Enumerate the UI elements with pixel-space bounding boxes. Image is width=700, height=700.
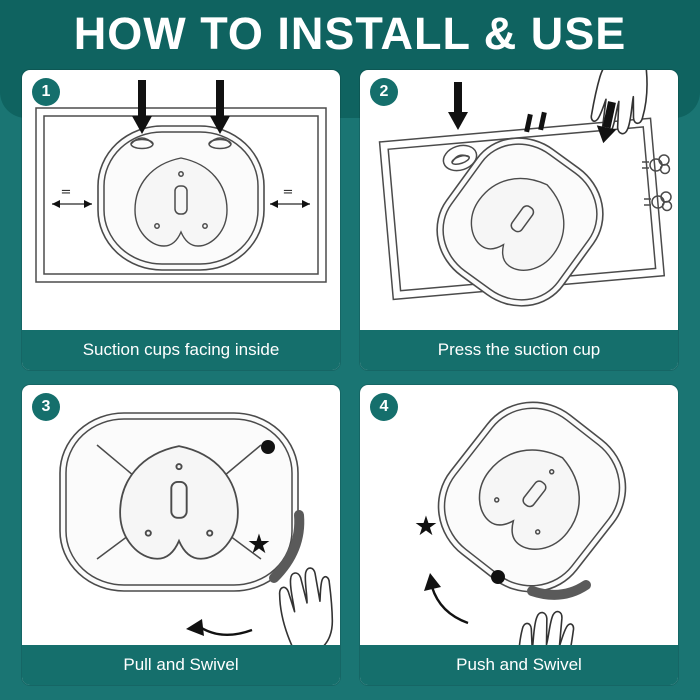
tray-rotated [437,401,627,593]
star-icon: ★ [247,529,271,560]
tray-inner-outline [103,131,259,265]
star-icon: ★ [414,511,438,542]
suction-cup-left-icon [130,137,154,150]
page-title: HOW TO INSTALL & USE [73,8,627,59]
step-1-number-badge: 1 [32,78,60,106]
air-puff-icon-2 [644,191,673,212]
tray-rotated [436,137,604,307]
down-arrow-icon [448,82,468,130]
grip-handle [527,580,591,600]
grip-handle [269,510,305,583]
step-4-illustration: ★ [414,401,627,645]
step-2-number-badge: 2 [370,78,398,106]
equal-mark-right: = [283,185,294,200]
heart-seat [119,445,239,560]
tub-frame-inner [43,115,319,275]
equal-mark-left: = [61,185,72,200]
suction-cup-right-icon [208,137,232,150]
down-arrow-right-icon [210,80,230,134]
tub-frame-outer [35,107,327,283]
tray-inner-outline [65,418,293,586]
pushing-hand-icon [518,610,575,645]
air-puff-icon-1 [642,154,671,175]
pulling-hand-icon [278,567,334,645]
down-arrow-hand-icon [596,101,617,144]
step-4-number-badge: 4 [370,393,398,421]
step-panel-1: 1 [22,70,340,370]
step-3-caption: Pull and Swivel [22,645,340,685]
step-2-illustration [378,70,673,307]
step-panel-4: 4 ★ Push and Swivel [360,385,678,685]
heart-seat [134,157,228,247]
step-4-caption: Push and Swivel [360,645,678,685]
step-2-caption: Press the suction cup [360,330,678,370]
step-3-number-badge: 3 [32,393,60,421]
step-1-caption: Suction cups facing inside [22,330,340,370]
dot-marker [491,570,505,584]
step-panel-2: 2 [360,70,678,370]
spacing-arrow-left-icon: = [52,185,92,208]
swivel-arrow-icon [424,573,469,625]
step-1-illustration: = = [35,80,327,283]
swivel-arrow-icon [186,619,253,636]
step-3-illustration: ★ [59,412,334,645]
spacing-arrow-right-icon: = [270,185,310,208]
dot-marker [261,440,275,454]
mount-hooks-icon [524,111,547,133]
down-arrow-left-icon [132,80,152,134]
step-panel-3: 3 ★ Pull and Swivel [22,385,340,685]
circled-suction-cup-icon [442,144,478,172]
